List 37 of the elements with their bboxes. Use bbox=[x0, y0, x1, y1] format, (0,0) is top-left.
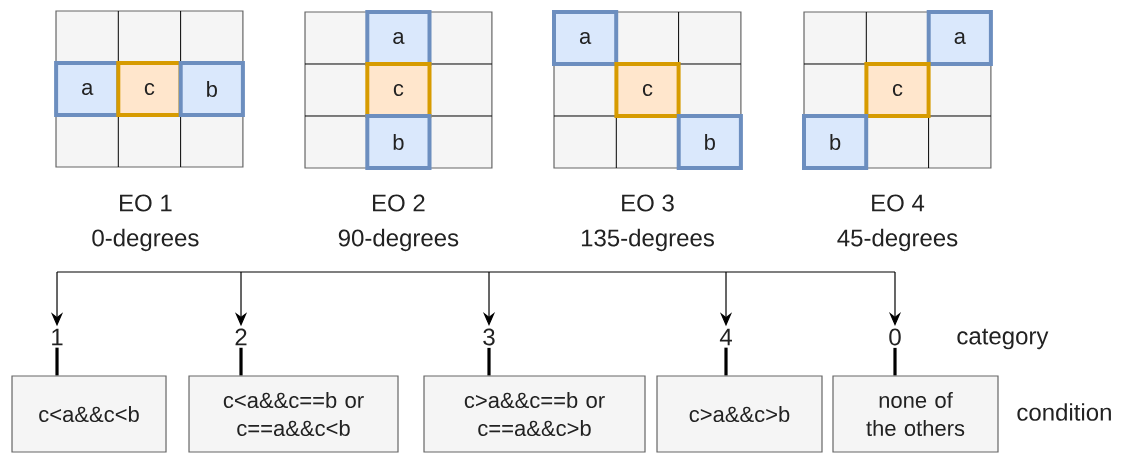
angle-label: 0-degrees bbox=[92, 228, 199, 252]
grid-cell: b bbox=[802, 114, 869, 170]
connector-line bbox=[724, 347, 728, 376]
grid-cell: c bbox=[116, 61, 183, 117]
eo-label: EO 3 bbox=[622, 194, 674, 212]
grid-cell: a bbox=[552, 10, 619, 66]
grid-cell: b bbox=[365, 114, 432, 170]
grid-cell: c bbox=[365, 62, 432, 118]
row-label: category bbox=[957, 328, 1049, 350]
condition-box: c>a&&c==b or c==a&&c>b bbox=[423, 375, 646, 453]
condition-box: c<a&&c==b or c==a&&c<b bbox=[188, 375, 399, 453]
grid-cell: c bbox=[864, 62, 931, 118]
grid-cell: b bbox=[178, 61, 245, 117]
grid-cell: a bbox=[926, 10, 993, 66]
connector-line bbox=[893, 347, 897, 376]
condition-box: c<a&&c<b bbox=[11, 375, 167, 453]
condition-box: none of the others bbox=[832, 375, 999, 453]
angle-label: 135-degrees bbox=[581, 228, 714, 252]
grid-cell: b bbox=[676, 114, 743, 170]
eo-label: EO 2 bbox=[373, 194, 425, 212]
grid-cell: a bbox=[54, 61, 121, 117]
connector-line bbox=[55, 347, 59, 376]
branch-line bbox=[56, 271, 896, 273]
category-number: 1 bbox=[52, 328, 63, 346]
category-number: 4 bbox=[719, 328, 732, 346]
eo-label: EO 1 bbox=[120, 194, 172, 212]
angle-label: 45-degrees bbox=[837, 228, 958, 252]
angle-label: 90-degrees bbox=[338, 228, 459, 252]
connector-line bbox=[487, 347, 491, 376]
category-number: 3 bbox=[483, 328, 495, 346]
connector-line bbox=[239, 347, 243, 376]
category-number: 2 bbox=[235, 328, 247, 346]
category-number: 0 bbox=[889, 328, 901, 346]
grid-cell: c bbox=[614, 62, 681, 118]
eo-label: EO 4 bbox=[872, 194, 925, 212]
condition-box: c>a&&c>b bbox=[656, 375, 823, 453]
grid-cell: a bbox=[365, 10, 432, 66]
